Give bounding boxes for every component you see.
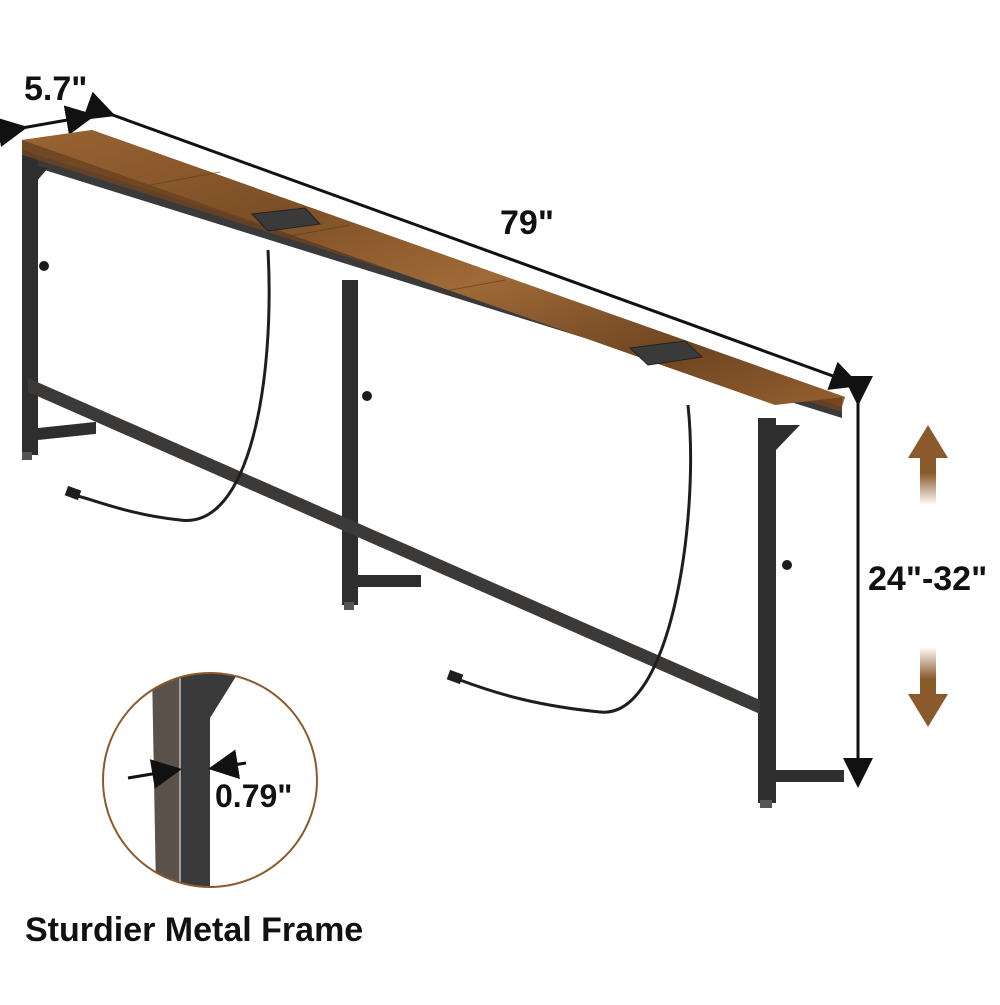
depth-dimension-arrow	[0, 105, 96, 147]
length-label: 79"	[500, 204, 554, 242]
power-outlet-strip-2	[628, 340, 704, 366]
depth-label: 5.7"	[24, 70, 88, 108]
tube-width-label: 0.79"	[215, 778, 293, 814]
table-top	[22, 130, 845, 412]
power-cords	[73, 249, 693, 714]
down-arrow-icon	[908, 647, 948, 727]
power-outlet-strip-1	[250, 207, 322, 232]
up-arrow-icon	[908, 425, 948, 505]
inset-caption: Sturdier Metal Frame	[25, 911, 364, 949]
plug-icon	[64, 485, 464, 685]
length-dimension-arrow	[82, 91, 861, 390]
frame-detail-inset	[102, 672, 318, 888]
height-range-label: 24"-32"	[868, 560, 988, 598]
